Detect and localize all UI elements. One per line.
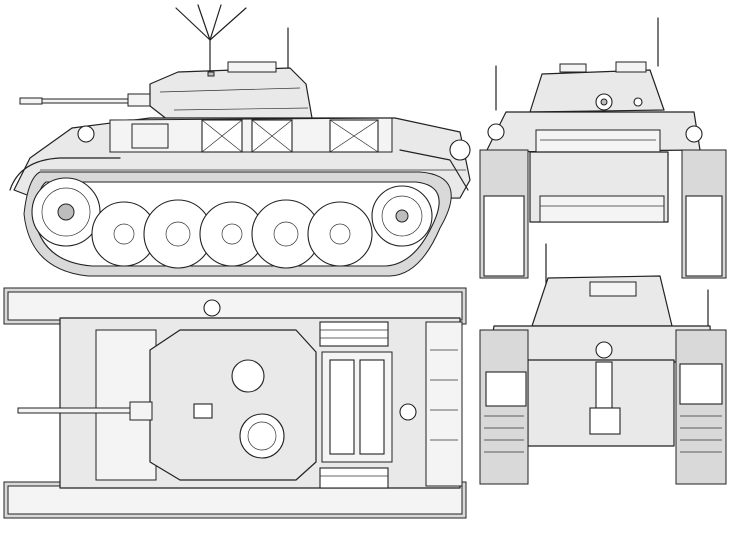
road-wheels <box>91 199 373 269</box>
top-grills <box>319 321 389 489</box>
turret <box>149 67 313 121</box>
top-cupola <box>239 413 285 459</box>
rear-track-left <box>479 329 529 485</box>
main-gun <box>19 93 151 107</box>
top-turret <box>149 329 317 481</box>
drive-sprocket <box>31 177 101 247</box>
rear-track-right <box>675 329 727 485</box>
front-turret <box>529 69 665 113</box>
cupola <box>227 61 277 73</box>
rear-track-links <box>484 415 722 453</box>
rear-view <box>479 243 727 485</box>
exhaust-muffler <box>595 361 613 409</box>
driver-visor <box>131 123 169 149</box>
idler-wheel <box>371 185 433 247</box>
rear-deck <box>425 321 463 487</box>
top-view <box>3 287 467 519</box>
headlight <box>77 125 95 143</box>
top-gun <box>17 407 139 414</box>
side-view <box>9 4 471 277</box>
stowage-bins <box>201 119 379 153</box>
rear-stowage-drum <box>449 139 471 161</box>
front-view <box>479 17 727 279</box>
star-antenna <box>175 4 247 73</box>
